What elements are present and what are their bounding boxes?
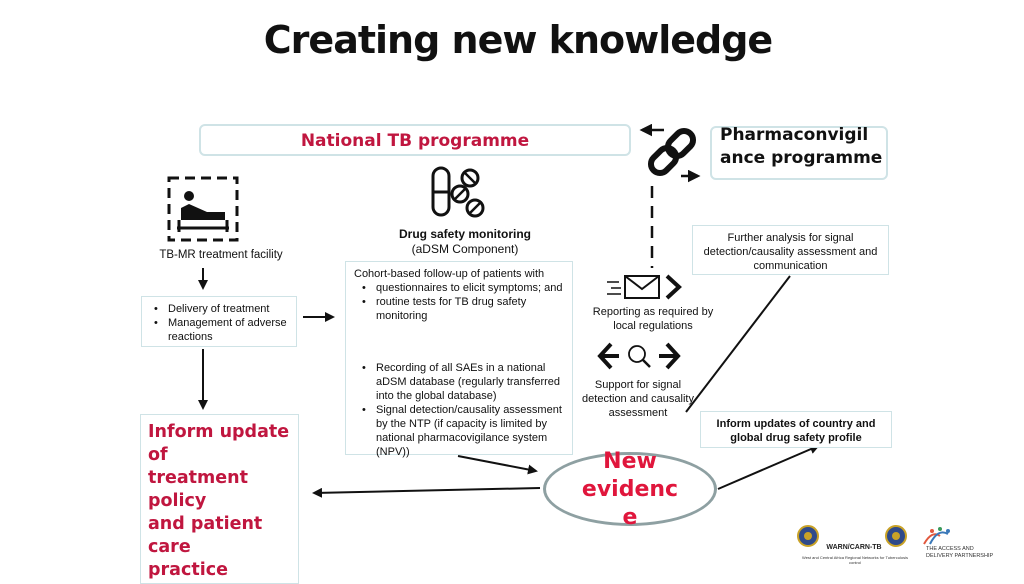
national-tb-programme-box: National TB programme (199, 124, 631, 156)
pharmacovigilance-programme-label: Pharmaconvigil ance programme (720, 125, 883, 168)
inform-country-label: Inform updates of country and global dru… (716, 418, 876, 444)
adp-logo-icon (923, 527, 950, 545)
facility-label: TB-MR treatment facility (159, 249, 283, 261)
chain-link-icon (647, 127, 697, 177)
drug-safety-heading: Drug safety monitoring (aDSM Component) (356, 227, 574, 257)
line-further-analysis (685, 275, 791, 413)
warn-logo-subtitle: West and Central Africa Regional Network… (802, 555, 908, 565)
support-label: Support for signal detection and causali… (582, 379, 694, 419)
pharmacovigilance-programme-box: Pharmaconvigil ance programme (710, 125, 888, 180)
new-evidence-label: New evidenc e (581, 449, 679, 530)
cohort-item: questionnaires to elicit symptoms; and (362, 281, 566, 295)
further-analysis-box: Further analysis for signal detection/ca… (692, 225, 889, 275)
facility-tasks-box: Delivery of treatment Management of adve… (141, 296, 297, 347)
inform-policy-label: Inform update of treatment policy and pa… (148, 422, 290, 580)
warn-logo-text: WARN/CARN-TB (826, 544, 882, 551)
drug-safety-title: Drug safety monitoring (398, 227, 531, 241)
adp-logo-text: THE ACCESS AND DELIVERY PARTNERSHIP (926, 546, 994, 559)
facility-task-item: Delivery of treatment (154, 302, 292, 316)
new-evidence-ellipse (543, 452, 717, 526)
cohort-box: Cohort-based follow-up of patients with … (345, 261, 573, 458)
further-analysis-label: Further analysis for signal detection/ca… (703, 232, 878, 272)
drug-safety-subtitle: (aDSM Component) (411, 242, 519, 256)
inform-policy-box: Inform update of treatment policy and pa… (140, 414, 299, 584)
signal-item: Signal detection/causality assessment by… (362, 403, 566, 459)
magnifier-exchange-icon (597, 342, 681, 370)
cohort-intro: Cohort-based follow-up of patients with (354, 268, 545, 280)
email-send-icon (607, 274, 682, 300)
reporting-label: Reporting as required by local regulatio… (592, 306, 714, 332)
national-tb-programme-label: National TB programme (300, 131, 530, 151)
cohort-item: routine tests for TB drug safety monitor… (362, 295, 566, 323)
pills-icon (431, 166, 485, 218)
inform-country-box: Inform updates of country and global dru… (700, 411, 892, 448)
warn-carn-logo (797, 525, 907, 547)
recording-item: Recording of all SAEs in a national aDSM… (362, 361, 566, 403)
arrow-to-country (717, 444, 820, 490)
arrow-to-policy (312, 487, 541, 498)
patient-bed-icon (167, 176, 239, 242)
page-title: Creating new knowledge (263, 18, 773, 62)
facility-task-item: Management of adverse reactions (154, 316, 292, 344)
